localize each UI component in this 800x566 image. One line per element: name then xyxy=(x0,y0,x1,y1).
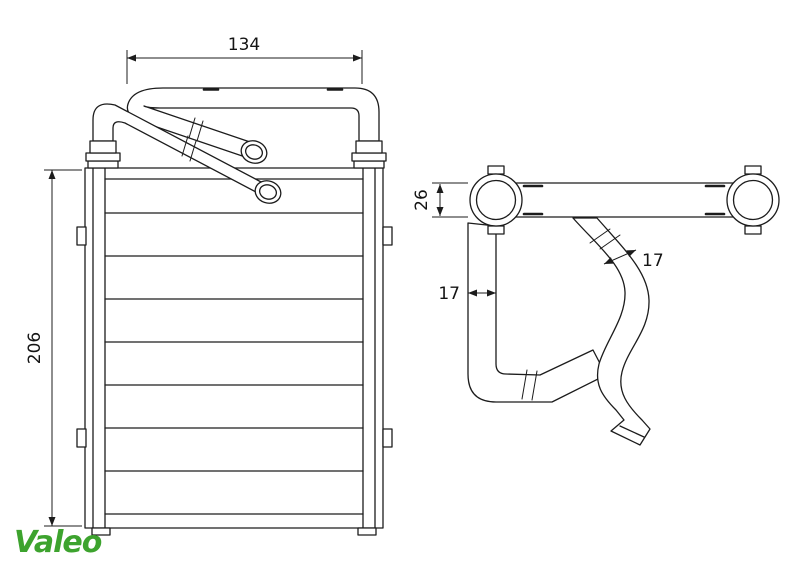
clip-left-upper xyxy=(76,226,87,246)
valeo-logo-text: Valeo xyxy=(14,525,102,560)
flange-tab xyxy=(487,165,505,175)
core-outline xyxy=(84,167,384,529)
dim-right-pipe-diameter: 17 xyxy=(603,249,664,271)
dimension-left-pipe-label: 17 xyxy=(438,284,460,304)
brand-logo: Valeo xyxy=(14,525,103,560)
flange-tab xyxy=(744,165,762,175)
side-break-marks xyxy=(521,228,621,401)
left-collar-flange xyxy=(85,152,121,162)
left-hose-pipe xyxy=(467,222,607,403)
dimension-core-width-label: 134 xyxy=(228,35,260,55)
mounting-clips xyxy=(76,226,393,536)
front-break-marks xyxy=(181,117,204,162)
pipe-collars xyxy=(85,140,387,169)
side-view xyxy=(467,165,780,446)
clip-right-lower xyxy=(382,428,393,448)
right-flange xyxy=(726,165,780,235)
front-view xyxy=(76,87,393,536)
core-fin-lines xyxy=(104,212,364,472)
right-collar-flange xyxy=(351,152,387,162)
dim-tube-diameter: 26 xyxy=(412,182,468,218)
dim-core-width: 134 xyxy=(126,35,363,84)
dimension-right-pipe-label: 17 xyxy=(642,251,664,271)
left-flange xyxy=(469,165,523,235)
side-solder-marks xyxy=(522,184,726,216)
right-collar-neck xyxy=(355,140,383,154)
flange-tab xyxy=(487,225,505,235)
flange-tab xyxy=(744,225,762,235)
clip-right-upper xyxy=(382,226,393,246)
top-tube xyxy=(495,182,754,218)
dim-left-pipe-diameter: 17 xyxy=(438,284,496,304)
dimension-core-height-label: 206 xyxy=(25,332,45,364)
upper-pipe-stub xyxy=(240,140,268,164)
clip-left-lower xyxy=(76,428,87,448)
s-shaped-pipe xyxy=(572,217,651,446)
pipe-tip-opening-line xyxy=(619,425,645,438)
left-collar-neck xyxy=(89,140,117,154)
left-collar-cap xyxy=(87,160,119,169)
dimension-tube-diameter-label: 26 xyxy=(412,189,432,211)
foot-right xyxy=(357,527,377,536)
dimension-line xyxy=(603,249,637,265)
lower-pipe-stub xyxy=(254,180,282,204)
foot-left xyxy=(91,527,111,536)
right-collar-cap xyxy=(353,160,385,169)
core-body xyxy=(84,167,384,529)
dim-core-height: 206 xyxy=(25,169,82,527)
